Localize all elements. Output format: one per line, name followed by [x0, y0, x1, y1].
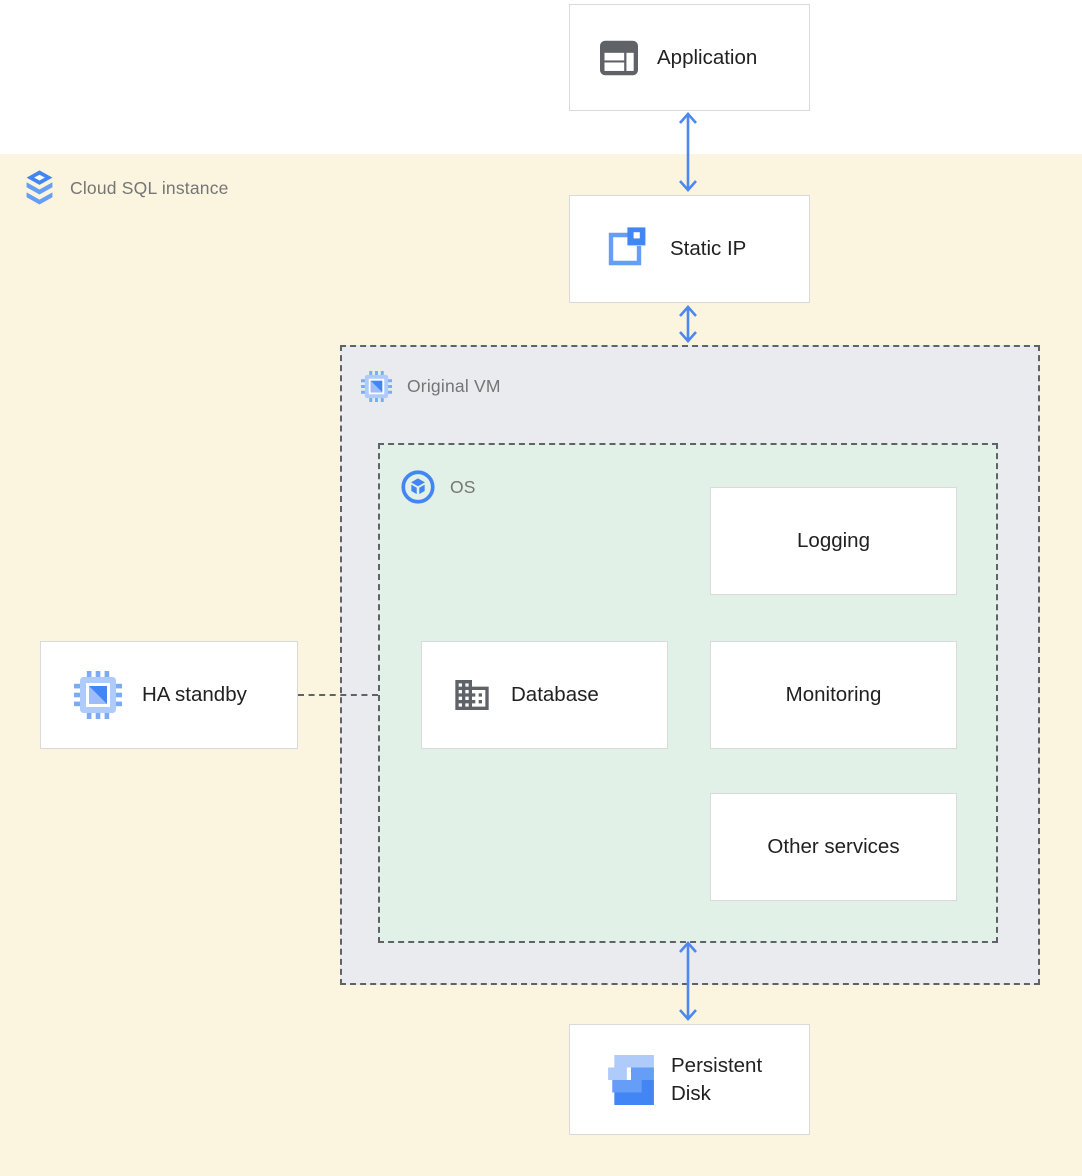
cloud-sql-icon — [24, 170, 55, 207]
node-label: Other services — [767, 835, 900, 858]
node-persistent-disk: Persistent Disk — [569, 1024, 810, 1135]
zone-label-text: Cloud SQL instance — [70, 178, 229, 198]
node-label: Database — [511, 683, 599, 706]
application-icon — [598, 39, 640, 77]
node-other-services: Other services — [710, 793, 957, 901]
node-ha-standby: HA standby — [40, 641, 298, 749]
os-zone-label: OS — [401, 470, 476, 504]
compute-engine-icon — [74, 671, 122, 719]
os-icon — [401, 470, 435, 504]
node-label: HA standby — [142, 683, 247, 706]
arrow-application-static-ip — [679, 112, 697, 192]
node-label: Static IP — [670, 237, 747, 260]
building-icon — [452, 675, 492, 715]
arrow-os-persistent-disk — [679, 941, 697, 1021]
cloud-sql-zone-label: Cloud SQL instance — [24, 170, 229, 207]
external-ip-icon — [601, 225, 649, 273]
original-vm-zone-label: Original VM — [361, 371, 501, 402]
node-logging: Logging — [710, 487, 957, 595]
zone-label-text: OS — [450, 476, 476, 497]
node-static-ip: Static IP — [569, 195, 810, 303]
compute-engine-icon — [361, 371, 392, 402]
node-application: Application — [569, 4, 810, 111]
zone-label-text: Original VM — [407, 376, 501, 396]
node-monitoring: Monitoring — [710, 641, 957, 749]
node-label: Persistent Disk — [671, 1053, 763, 1105]
node-label: Application — [657, 45, 758, 69]
persistent-disk-icon — [606, 1054, 656, 1106]
connector-ha-standby-original-vm — [298, 694, 378, 696]
node-label: Monitoring — [785, 683, 882, 706]
node-label: Logging — [797, 529, 870, 552]
node-database: Database — [421, 641, 668, 749]
arrow-static-ip-original-vm — [679, 305, 697, 343]
